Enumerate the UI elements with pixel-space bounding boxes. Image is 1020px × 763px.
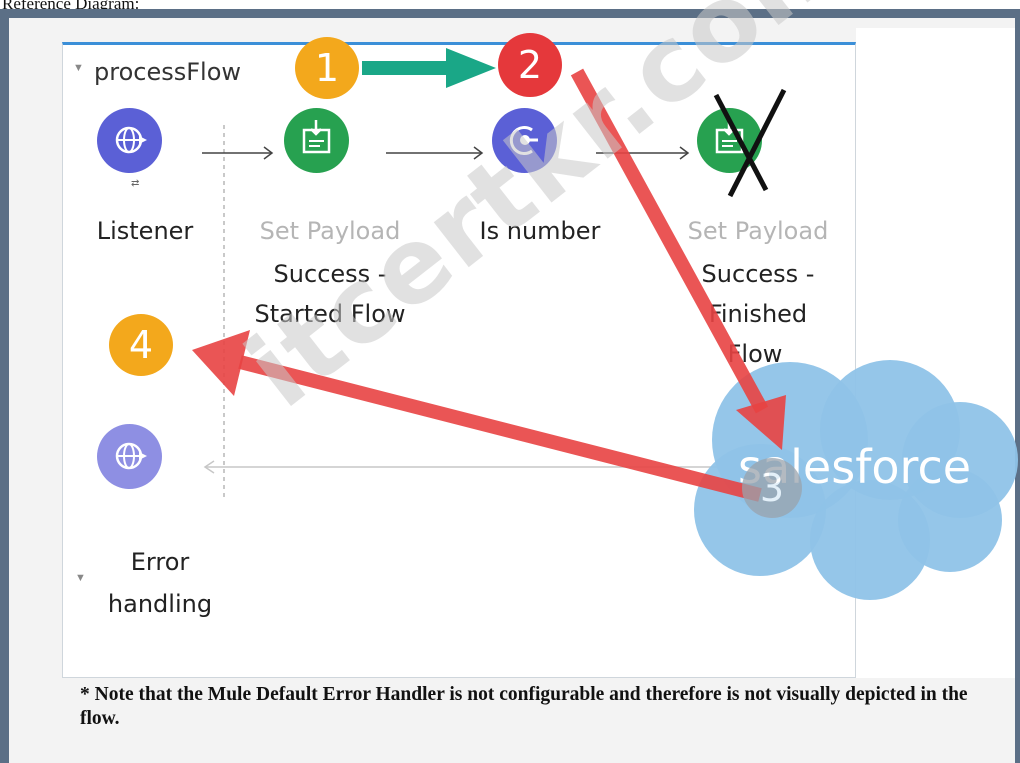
error-handling-line1: Error	[130, 548, 190, 576]
cross-out-line-2	[727, 88, 787, 198]
validation-icon	[509, 126, 538, 155]
listener-node[interactable]	[97, 108, 162, 173]
collapse-flow-icon[interactable]: ▼	[73, 62, 84, 74]
arrow-3-to-4	[238, 355, 762, 502]
step-badge-2: 2	[498, 33, 562, 97]
globe-icon	[115, 442, 147, 470]
set-payload-1-line1: Success -	[273, 260, 387, 288]
set-payload-icon	[302, 120, 331, 154]
step-badge-1: 1	[295, 37, 359, 99]
listener-label: Listener	[96, 217, 194, 245]
set-payload-2-line1: Success -	[701, 260, 815, 288]
flow-title: processFlow	[94, 58, 242, 86]
footnote: * Note that the Mule Default Error Handl…	[80, 684, 968, 729]
set-payload-1-type: Set Payload	[259, 217, 401, 245]
is-number-label: Is number	[479, 217, 601, 245]
globe-icon	[115, 126, 147, 154]
set-payload-node-1[interactable]	[284, 108, 349, 173]
is-number-node[interactable]	[492, 108, 557, 173]
error-listener-node[interactable]	[97, 424, 162, 489]
sync-icon: ⇄	[131, 178, 140, 189]
error-handling-line2: handling	[107, 590, 213, 618]
step-badge-3: 3	[742, 458, 802, 518]
set-payload-1-line2: Started Flow	[254, 300, 406, 328]
step-badge-4: 4	[109, 314, 173, 376]
collapse-error-icon[interactable]: ▼	[75, 572, 86, 584]
cross-out-line-1	[713, 93, 769, 192]
set-payload-2-type: Set Payload	[687, 217, 829, 245]
arrow-2-to-3	[570, 68, 769, 414]
set-payload-2-line2: Finished	[708, 300, 808, 328]
